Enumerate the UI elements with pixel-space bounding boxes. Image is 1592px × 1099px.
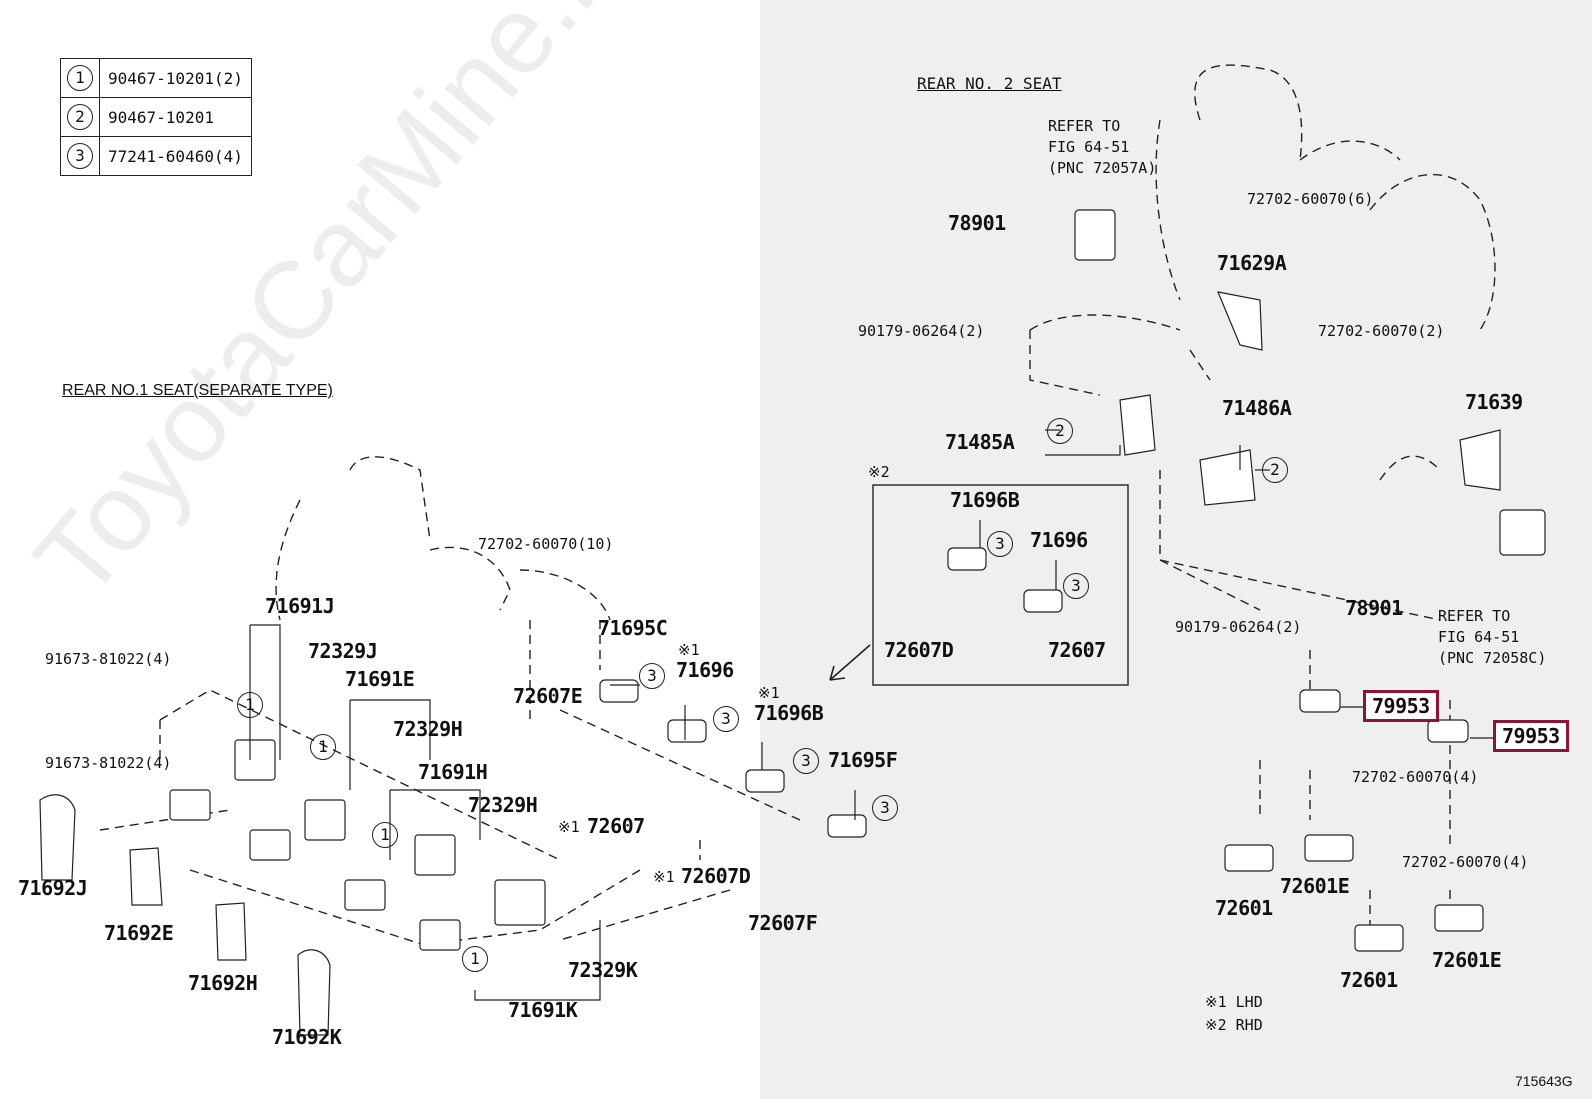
part-label-72601: 72601 bbox=[1340, 968, 1398, 992]
part-label-72329K: 72329K bbox=[568, 958, 638, 982]
part-label-71696B: 71696B bbox=[754, 701, 824, 725]
callout-circle-3: 3 bbox=[1063, 573, 1089, 599]
detail-arrow bbox=[829, 644, 871, 681]
part-label-71695C: 71695C bbox=[598, 616, 668, 640]
part-label-79953-highlighted[interactable]: 79953 bbox=[1493, 720, 1569, 752]
part-label-71692H: 71692H bbox=[188, 971, 258, 995]
callout-circle-3: 3 bbox=[872, 795, 898, 821]
part-label-90179-06264: 90179-06264(2) bbox=[858, 322, 985, 340]
callout-circle-1: 1 bbox=[237, 692, 263, 718]
part-label-72702-60070: 72702-60070(6) bbox=[1247, 190, 1374, 208]
callout-circle-3: 3 bbox=[639, 663, 665, 689]
part-label-78901: 78901 bbox=[948, 211, 1006, 235]
part-label-71691K: 71691K bbox=[508, 998, 578, 1022]
lhd-mark: ※1 bbox=[558, 818, 580, 836]
callout-circle-3: 3 bbox=[793, 748, 819, 774]
part-label-72329H: 72329H bbox=[393, 717, 463, 741]
callout-circle-1: 1 bbox=[310, 734, 336, 760]
part-label-72702-60070: 72702-60070(4) bbox=[1352, 768, 1479, 786]
part-label-71639: 71639 bbox=[1465, 390, 1523, 414]
part-label-71696: 71696 bbox=[676, 658, 734, 682]
legend-part-number: 90467-10201 bbox=[99, 97, 252, 137]
leader-lines bbox=[249, 429, 1495, 1001]
lhd-mark: ※1 bbox=[678, 641, 700, 659]
part-label-72607D: 72607D bbox=[884, 638, 954, 662]
part-label-72601E: 72601E bbox=[1280, 874, 1350, 898]
rear1-seat-outline bbox=[99, 456, 801, 951]
refer-note-top: REFER TO FIG 64-51 (PNC 72057A) bbox=[1048, 117, 1157, 177]
part-label-72601: 72601 bbox=[1215, 896, 1273, 920]
callout-circle-3: 3 bbox=[713, 706, 739, 732]
callout-circle-1: 1 bbox=[372, 822, 398, 848]
part-sketches bbox=[39, 209, 1546, 1036]
part-label-91673-81022: 91673-81022(4) bbox=[45, 650, 172, 668]
part-label-71696B: 71696B bbox=[950, 488, 1020, 512]
part-label-79953-highlighted[interactable]: 79953 bbox=[1363, 690, 1439, 722]
refer-note-bottom: REFER TO FIG 64-51 (PNC 72058C) bbox=[1438, 607, 1547, 667]
region-notes: ※1 LHD ※2 RHD bbox=[1205, 993, 1263, 1034]
part-label-71691E: 71691E bbox=[345, 667, 415, 691]
legend-part-number: 90467-10201(2) bbox=[99, 58, 252, 98]
part-label-72601E: 72601E bbox=[1432, 948, 1502, 972]
part-label-71692K: 71692K bbox=[272, 1025, 342, 1049]
legend-part-number: 77241-60460(4) bbox=[99, 136, 252, 176]
lhd-mark: ※1 bbox=[758, 684, 780, 702]
callout-circle-3: 3 bbox=[67, 143, 93, 169]
callout-circle-1: 1 bbox=[462, 946, 488, 972]
lhd-mark: ※1 bbox=[653, 868, 675, 886]
rear2-heading: REAR NO. 2 SEAT bbox=[917, 74, 1062, 93]
part-label-78901: 78901 bbox=[1345, 596, 1403, 620]
part-label-72702-60070: 72702-60070(4) bbox=[1402, 853, 1529, 871]
part-label-71695F: 71695F bbox=[828, 748, 898, 772]
callout-circle-1: 1 bbox=[67, 65, 93, 91]
part-label-72607: 72607 bbox=[587, 814, 645, 838]
part-label-71485A: 71485A bbox=[945, 430, 1015, 454]
part-label-71692J: 71692J bbox=[18, 876, 88, 900]
rhd-detail-box bbox=[872, 484, 1129, 686]
legend-row: 2 90467-10201 bbox=[60, 97, 252, 137]
part-label-71692E: 71692E bbox=[104, 921, 174, 945]
legend-table: 1 90467-10201(2) 2 90467-10201 3 77241-6… bbox=[60, 58, 252, 176]
figure-id: 715643G bbox=[1515, 1073, 1573, 1089]
part-label-90179-06264: 90179-06264(2) bbox=[1175, 618, 1302, 636]
part-label-72607D: 72607D bbox=[681, 864, 751, 888]
part-label-71486A: 71486A bbox=[1222, 396, 1292, 420]
callout-circle-2: 2 bbox=[67, 104, 93, 130]
part-label-72607F: 72607F bbox=[748, 911, 818, 935]
part-label-71629A: 71629A bbox=[1217, 251, 1287, 275]
callout-circle-2: 2 bbox=[1262, 457, 1288, 483]
part-label-91673-81022: 91673-81022(4) bbox=[45, 754, 172, 772]
rhd-mark: ※2 bbox=[868, 463, 890, 481]
part-label-72702-60070: 72702-60070(2) bbox=[1318, 322, 1445, 340]
part-label-72329J: 72329J bbox=[308, 639, 378, 663]
part-label-71696: 71696 bbox=[1030, 528, 1088, 552]
legend-row: 1 90467-10201(2) bbox=[60, 58, 252, 98]
part-label-72607E: 72607E bbox=[513, 684, 583, 708]
part-label-71691H: 71691H bbox=[418, 760, 488, 784]
part-label-71691J: 71691J bbox=[265, 594, 335, 618]
callout-circle-3: 3 bbox=[987, 531, 1013, 557]
callout-circle-2: 2 bbox=[1047, 418, 1073, 444]
part-label-72607: 72607 bbox=[1048, 638, 1106, 662]
legend-row: 3 77241-60460(4) bbox=[60, 136, 252, 176]
rear2-seat-outline bbox=[1029, 64, 1496, 930]
part-label-72329H: 72329H bbox=[468, 793, 538, 817]
part-label-72702-60070: 72702-60070(10) bbox=[478, 535, 614, 553]
rear1-heading: REAR NO.1 SEAT(SEPARATE TYPE) bbox=[62, 382, 333, 399]
